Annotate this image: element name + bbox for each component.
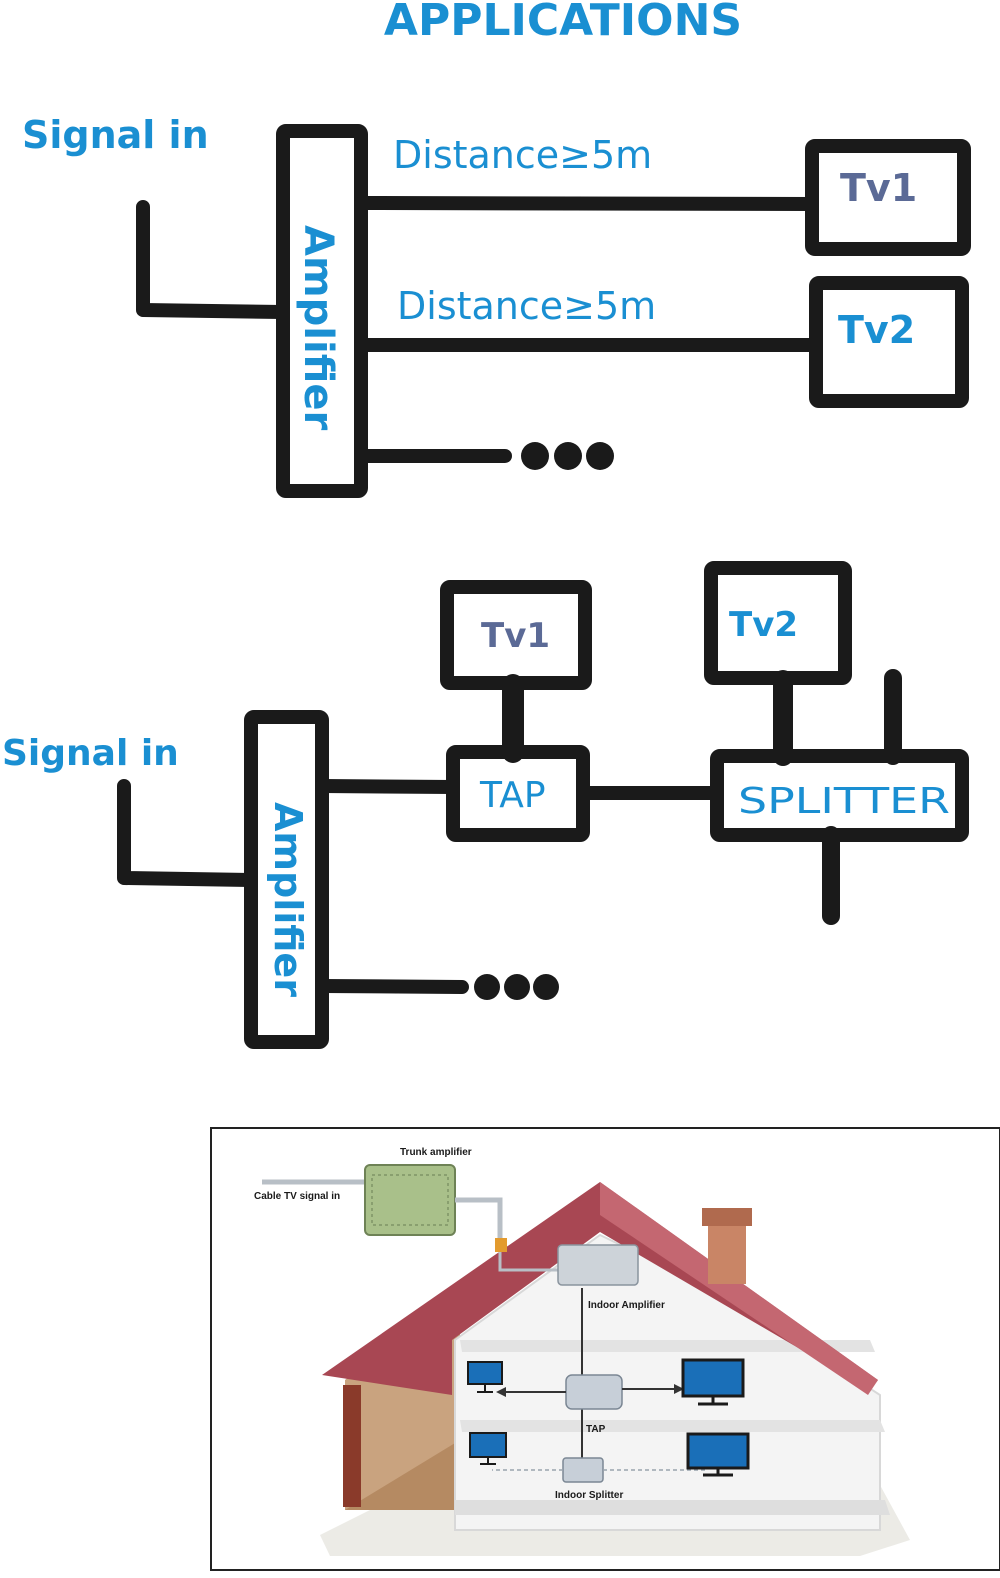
roof-entry — [495, 1238, 507, 1252]
tv2-label-1: Tv2 — [838, 308, 915, 352]
tv1-box-2 — [440, 580, 592, 690]
trunk-to-house-cable — [455, 1197, 503, 1240]
tv2-label-2: Tv2 — [729, 605, 798, 645]
tv-upper-left — [467, 1361, 503, 1393]
ellipsis-dots-1 — [521, 442, 614, 470]
amplifier-box — [276, 124, 368, 498]
floor-1 — [460, 1340, 875, 1352]
diagram-1 — [136, 124, 971, 498]
signal-in-label-1: Signal in — [22, 113, 209, 157]
tv-lower-right — [686, 1432, 750, 1477]
signal-in-label-2: Signal in — [2, 733, 179, 774]
roof — [322, 1182, 878, 1395]
output-line-1 — [355, 196, 819, 211]
ellipsis-dots-2 — [474, 974, 559, 1000]
tap-device — [565, 1374, 623, 1410]
diagram-2 — [117, 561, 969, 1049]
indoor-amplifier — [557, 1244, 639, 1286]
signal-in-cable — [136, 200, 289, 319]
house-illustration: Trunk amplifier Cable TV signal in Indoo… — [210, 1127, 1000, 1571]
tv2-box-2 — [704, 561, 852, 685]
chimney-cap — [702, 1208, 752, 1226]
tv1-label-2: Tv1 — [481, 616, 550, 656]
cable-tv-signal-in-label: Cable TV signal in — [254, 1191, 340, 1202]
tap-label: TAP — [479, 775, 546, 816]
amp-to-tap-line — [315, 779, 460, 794]
tap-arrow-right-head — [674, 1384, 684, 1394]
tap-label-house: TAP — [586, 1424, 606, 1435]
distance-label-2: Distance≥5m — [397, 284, 656, 328]
chimney — [708, 1222, 746, 1284]
splitter-device — [562, 1457, 604, 1483]
roof-edge — [600, 1182, 878, 1395]
porch-post — [343, 1385, 361, 1507]
tv2-box — [809, 276, 969, 408]
indoor-amplifier-label: Indoor Amplifier — [588, 1300, 665, 1311]
tv1-label-1: Tv1 — [840, 166, 917, 210]
tv1-box — [805, 139, 971, 256]
indoor-splitter-label: Indoor Splitter — [555, 1490, 623, 1501]
amplifier-label-2: Amplifier — [266, 802, 310, 997]
trunk-amplifier-fins — [371, 1174, 449, 1226]
amplifier-label-1: Amplifier — [295, 225, 341, 430]
cable-to-indoor-amp — [498, 1252, 560, 1272]
side-wall-floor — [345, 1440, 460, 1510]
page-title: APPLICATIONS — [384, 0, 742, 46]
tap-arrow-left-head — [496, 1387, 506, 1397]
distance-label-1: Distance≥5m — [393, 133, 652, 177]
floor-2 — [460, 1420, 885, 1432]
tv-upper-right — [681, 1358, 745, 1406]
trunk-amplifier-label: Trunk amplifier — [400, 1147, 472, 1158]
output-line-dots-2 — [315, 979, 469, 994]
tv-lower-left — [469, 1432, 507, 1465]
splitter-label: SPLITTER — [738, 781, 950, 822]
signal-in-cable-2 — [117, 779, 257, 887]
floor-3 — [455, 1500, 890, 1515]
amplifier-box-2 — [244, 710, 329, 1049]
